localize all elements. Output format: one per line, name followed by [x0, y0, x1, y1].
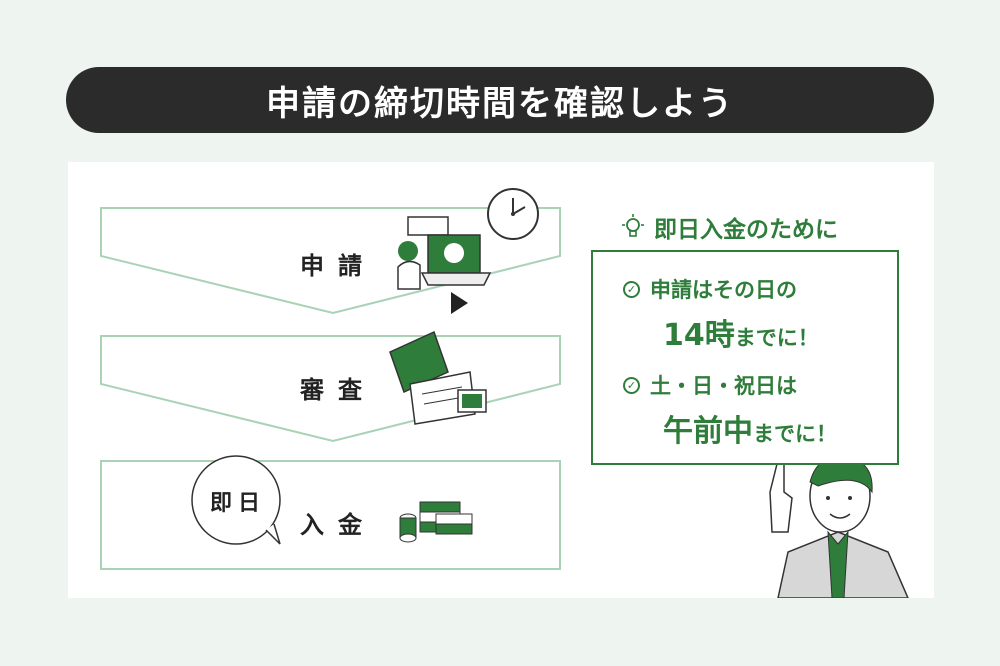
tip-item-1: ✓ 申請はその日の 14時 までに！ [623, 274, 819, 354]
step-box-deposit [100, 460, 561, 570]
play-icon [451, 292, 468, 314]
speech-bubble [191, 455, 281, 545]
flow-chart [100, 188, 909, 598]
businessman-illustration [769, 456, 909, 598]
clock-icon [487, 188, 539, 240]
tip-1-emphasis: 14時 [663, 318, 735, 353]
step-label-review: 審査 [300, 376, 376, 404]
tip-2-rest: までに！ [753, 422, 837, 446]
lightbulb-icon [622, 214, 644, 237]
tips-box: ✓ 申請はその日の 14時 までに！ ✓ 土・日・祝日は 午前中 までに！ [591, 250, 899, 465]
step-label-apply: 申請 [300, 252, 376, 280]
tips-heading-text: 即日入金のために [654, 217, 838, 243]
check-icon: ✓ [623, 280, 640, 298]
money-stack-icon [399, 501, 473, 543]
bubble-label: 即日 [210, 491, 267, 516]
step-label-deposit: 入金 [300, 511, 376, 539]
page-title: 申請の締切時間を確認しよう [66, 67, 934, 133]
tip-2-emphasis: 午前中 [663, 414, 753, 449]
laptop-person-icon [397, 216, 492, 290]
tip-1-line1: 申請はその日の [650, 278, 797, 302]
tip-1-rest: までに！ [734, 326, 819, 350]
tip-item-2: ✓ 土・日・祝日は 午前中 までに！ [623, 370, 837, 450]
check-icon: ✓ [623, 376, 640, 394]
tip-2-line1: 土・日・祝日は [650, 374, 797, 398]
tips-heading: 即日入金のために [620, 210, 838, 244]
document-review-icon [389, 330, 487, 425]
